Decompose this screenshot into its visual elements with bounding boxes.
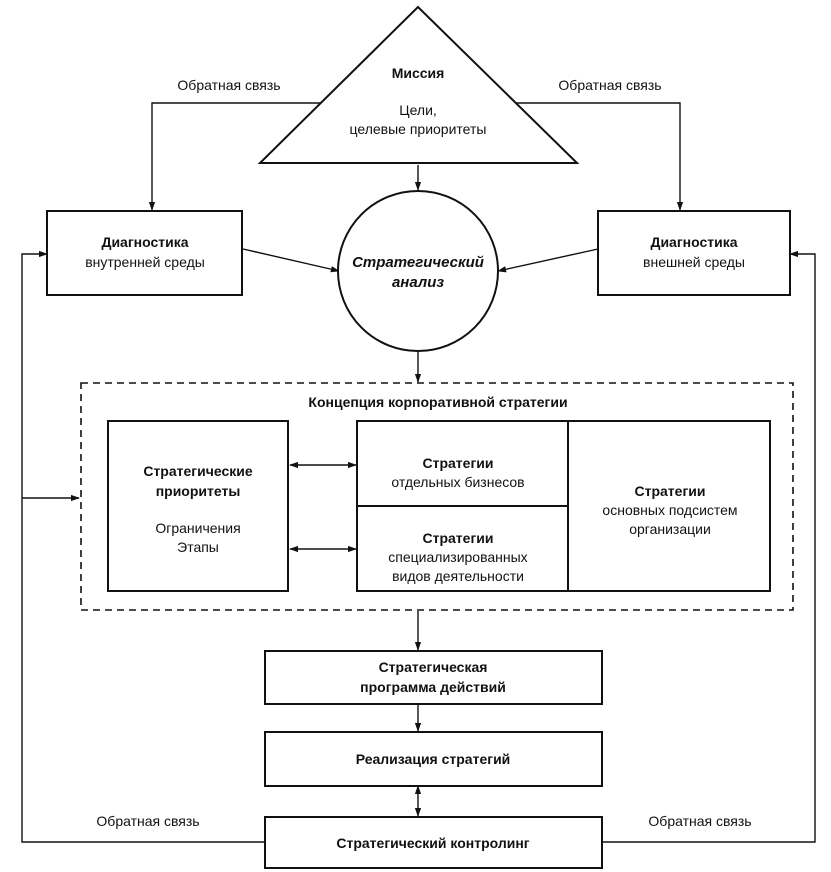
specialized-strategies-node: Стратегии специализированных видов деяте…: [388, 530, 527, 584]
feedback-label-top-left: Обратная связь: [177, 77, 280, 93]
business-strategies-subtitle: отдельных бизнесов: [391, 474, 524, 490]
external-diagnostics-node: Диагностика внешней среды: [597, 210, 791, 296]
arrow-feedback-bottom-left: [21, 250, 265, 843]
action-program-line1: Стратегическая: [379, 659, 488, 675]
subsystem-strategies-title: Стратегии: [635, 483, 706, 499]
external-diagnostics-title: Диагностика: [650, 234, 737, 250]
mission-title: Миссия: [392, 65, 445, 81]
priorities-line1: Стратегические: [143, 463, 253, 479]
controlling-node: Стратегический контролинг: [264, 816, 603, 869]
feedback-label-bottom-right: Обратная связь: [648, 813, 751, 829]
arrow-external-to-analysis: [497, 248, 599, 273]
internal-diagnostics-node: Диагностика внутренней среды: [46, 210, 243, 296]
mission-goals: Цели,: [399, 102, 437, 118]
mission-triangle: Миссия Цели, целевые приоритеты: [257, 5, 580, 164]
action-program-node: Стратегическая программа действий: [264, 650, 603, 705]
mission-priorities: целевые приоритеты: [350, 121, 487, 137]
analysis-line2: анализ: [392, 274, 444, 291]
arrow-feedback-bottom-right: [603, 250, 816, 843]
subsystem-strategies-line3: организации: [629, 521, 711, 537]
feedback-label-bottom-left: Обратная связь: [96, 813, 199, 829]
controlling-label: Стратегический контролинг: [336, 835, 529, 851]
arrow-internal-to-analysis: [242, 248, 340, 273]
action-program-line2: программа действий: [360, 679, 506, 695]
internal-diagnostics-subtitle: внутренней среды: [85, 254, 205, 270]
feedback-label-top-right: Обратная связь: [558, 77, 661, 93]
arrow-feedback-top-left: [148, 102, 320, 211]
business-strategies-title: Стратегии: [423, 455, 494, 471]
strategic-analysis-node: Стратегический анализ: [337, 190, 499, 352]
priorities-stages: Этапы: [177, 539, 219, 555]
arrow-feedback-top-right: [516, 102, 684, 211]
corporate-strategy-concept: Концепция корпоративной стратегии Страте…: [80, 382, 794, 611]
concept-title: Концепция корпоративной стратегии: [308, 394, 567, 410]
subsystem-strategies-node: Стратегии основных подсистем организации: [602, 483, 737, 537]
strategic-priorities-node: Стратегические приоритеты Ограничения Эт…: [107, 420, 289, 592]
priorities-line2: приоритеты: [156, 483, 241, 499]
external-diagnostics-subtitle: внешней среды: [643, 254, 745, 270]
business-strategies-node: Стратегии отдельных бизнесов: [391, 455, 524, 490]
implementation-label: Реализация стратегий: [356, 751, 511, 767]
specialized-strategies-title: Стратегии: [423, 530, 494, 546]
implementation-node: Реализация стратегий: [264, 731, 603, 787]
subsystem-strategies-line2: основных подсистем: [602, 502, 737, 518]
analysis-line1: Стратегический: [352, 254, 484, 271]
internal-diagnostics-title: Диагностика: [101, 234, 188, 250]
priorities-constraints: Ограничения: [155, 520, 240, 536]
specialized-strategies-line2: специализированных: [388, 549, 527, 565]
specialized-strategies-line3: видов деятельности: [392, 568, 524, 584]
